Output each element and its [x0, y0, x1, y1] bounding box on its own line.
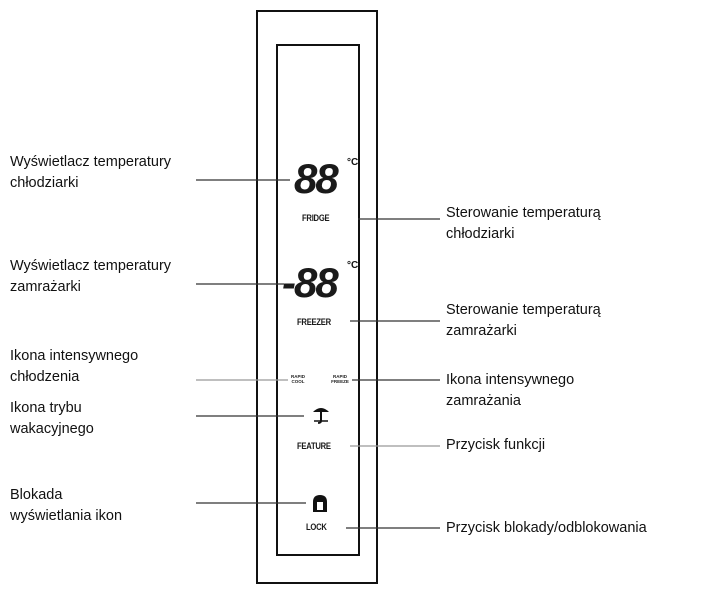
callout-fridge-control: Sterowanie temperaturą chłodziarki — [446, 205, 601, 242]
callout-vacation-icon: Ikona trybu wakacyjnego — [10, 400, 94, 437]
fridge-degree-unit: °C — [347, 157, 359, 168]
rapid-freeze-icon: RAPID FREEZE — [331, 374, 349, 384]
lock-button-label[interactable]: LOCK — [306, 522, 327, 532]
freezer-degree-unit: °C — [347, 260, 359, 271]
callout-feature-button: Przycisk funkcji — [446, 437, 546, 453]
umbrella-icon — [313, 408, 329, 424]
freezer-temperature-display: -88 — [282, 259, 339, 306]
callout-icon-lock: Blokada wyświetlania ikon — [10, 487, 123, 524]
rapid-cool-icon: RAPID COOL — [290, 374, 305, 384]
fridge-button-label[interactable]: FRIDGE — [302, 213, 330, 223]
callout-freezer-display: Wyświetlacz temperatury zamrażarki — [10, 258, 172, 295]
callout-fridge-display: Wyświetlacz temperatury chłodziarki — [10, 154, 172, 191]
feature-button-label[interactable]: FEATURE — [297, 441, 331, 451]
callout-rapid-freeze-icon: Ikona intensywnego zamrażania — [446, 372, 575, 409]
fridge-temperature-display: 88 — [294, 155, 339, 202]
lock-icon — [313, 495, 327, 512]
control-panel-display — [276, 44, 360, 556]
callout-lock-button: Przycisk blokady/odblokowania — [446, 520, 647, 536]
freezer-button-label[interactable]: FREEZER — [297, 317, 331, 327]
callout-freezer-control: Sterowanie temperaturą zamrażarki — [446, 302, 601, 339]
callout-rapid-cool-icon: Ikona intensywnego chłodzenia — [10, 348, 139, 385]
